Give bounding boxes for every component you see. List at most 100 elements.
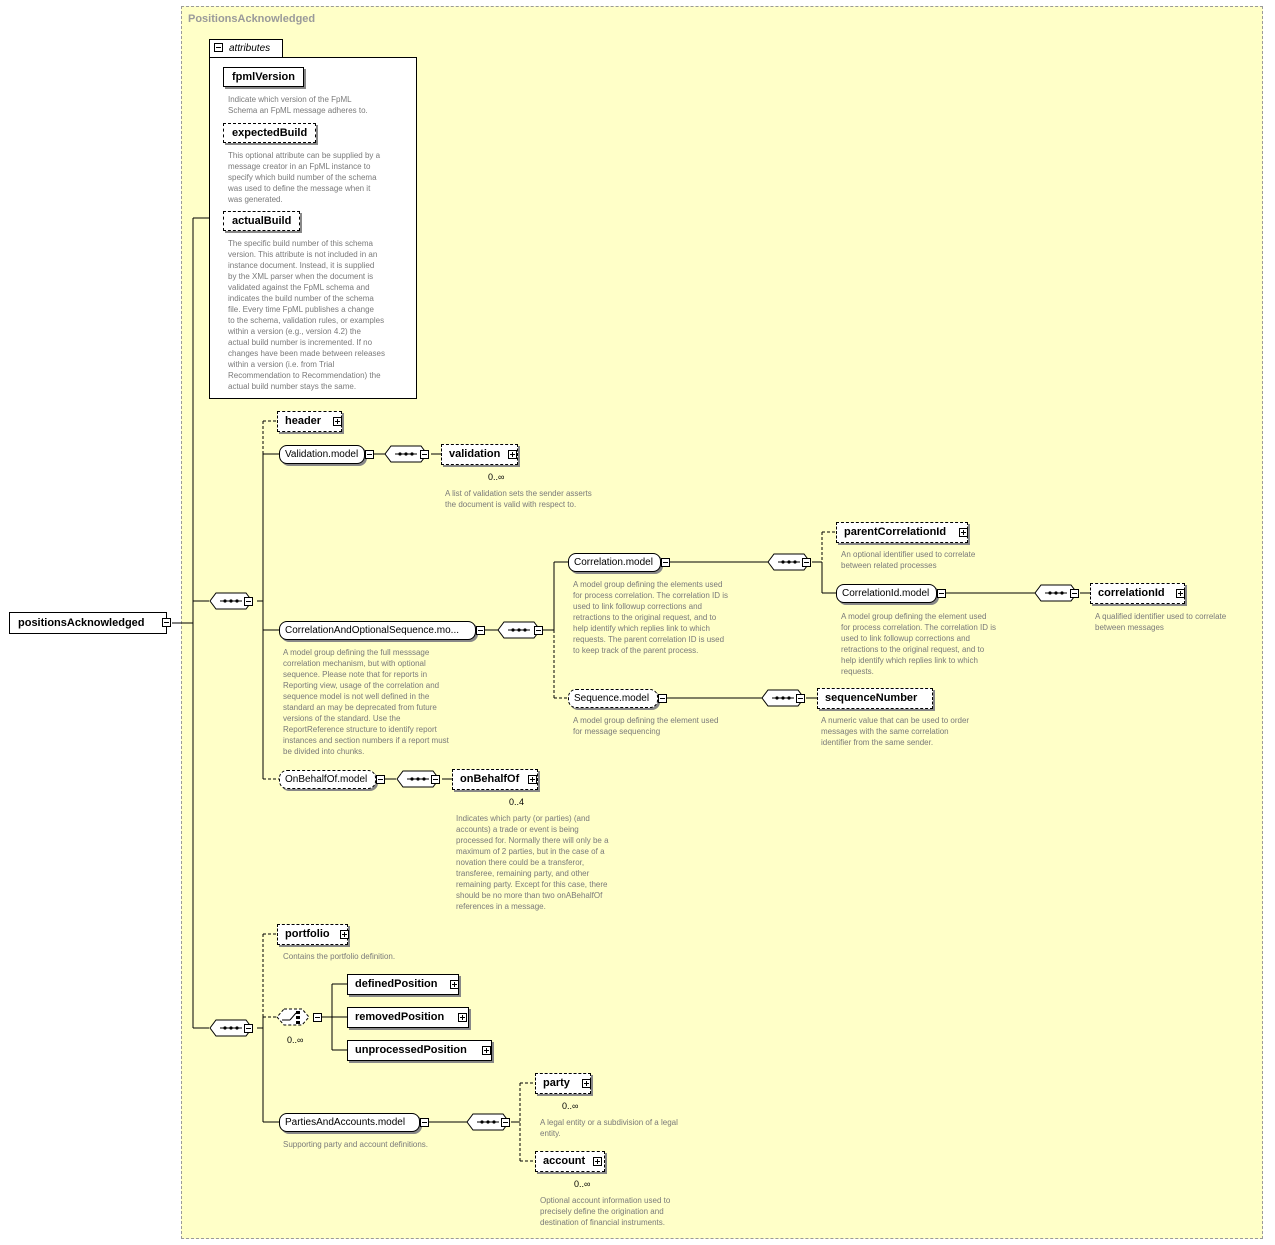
attr-fpmlversion[interactable]: fpmlVersion <box>223 67 304 87</box>
cardinality: 0..∞ <box>574 1179 591 1189</box>
collapse-icon[interactable] <box>802 558 811 567</box>
group-label: OnBehalfOf.model <box>285 774 368 785</box>
group-correlation-and-optional-sequence[interactable]: CorrelationAndOptionalSequence.mo... <box>279 621 476 640</box>
collapse-icon[interactable] <box>376 775 385 784</box>
group-label: Correlation.model <box>574 557 653 568</box>
collapse-icon[interactable] <box>661 558 670 567</box>
attributes-tab[interactable]: attributes <box>209 39 283 58</box>
element-sequence-number[interactable]: sequenceNumber <box>817 688 933 709</box>
collapse-icon[interactable] <box>244 597 253 606</box>
attributes-tab-label: attributes <box>229 43 271 54</box>
cardinality: 0..∞ <box>287 1035 304 1045</box>
attr-doc: The specific build number of this schema… <box>228 239 385 391</box>
expand-icon[interactable] <box>340 930 349 939</box>
expand-icon[interactable] <box>593 1157 602 1166</box>
collapse-icon[interactable] <box>365 450 374 459</box>
account-doc: Optional account information used to pre… <box>540 1196 671 1227</box>
collapse-icon[interactable] <box>658 694 667 703</box>
attr-doc: Indicate which version of the FpML Schem… <box>228 95 368 115</box>
expand-icon[interactable] <box>959 528 968 537</box>
party-doc: A legal entity or a subdivision of a leg… <box>540 1118 678 1138</box>
attr-label: fpmlVersion <box>232 71 295 83</box>
element-party[interactable]: party <box>535 1073 591 1094</box>
correlation-id-doc: A qualified identifier used to correlate… <box>1095 612 1227 632</box>
expand-icon[interactable] <box>458 1013 467 1022</box>
element-header[interactable]: header <box>277 411 342 432</box>
element-unprocessed-position[interactable]: unprocessedPosition <box>347 1040 492 1061</box>
parties-accounts-doc: Supporting party and account definitions… <box>283 1140 428 1149</box>
on-behalf-of-doc: Indicates which party (or parties) (and … <box>456 814 609 911</box>
collapse-icon[interactable] <box>476 626 485 635</box>
group-label: PartiesAndAccounts.model <box>285 1117 406 1128</box>
group-correlation-id-model[interactable]: CorrelationId.model <box>836 584 937 603</box>
correlation-model-doc: A model group defining the elements used… <box>573 580 729 655</box>
cardinality: 0..∞ <box>488 472 505 482</box>
element-validation[interactable]: validation <box>441 444 518 465</box>
attributes-collapse-icon[interactable] <box>214 43 223 52</box>
collapse-icon[interactable] <box>501 1118 510 1127</box>
element-portfolio[interactable]: portfolio <box>277 924 348 945</box>
attr-actualbuild[interactable]: actualBuild <box>223 211 301 231</box>
cardinality: 0..∞ <box>562 1101 579 1111</box>
portfolio-doc: Contains the portfolio definition. <box>283 952 396 961</box>
group-sequence-model[interactable]: Sequence.model <box>568 689 658 708</box>
panel-title: PositionsAcknowledged <box>188 13 316 25</box>
group-label: Validation.model <box>285 449 359 460</box>
choice-icon <box>276 1008 310 1026</box>
group-on-behalf-of-model[interactable]: OnBehalfOf.model <box>279 770 376 789</box>
collapse-icon[interactable] <box>420 450 429 459</box>
expand-icon[interactable] <box>528 775 537 784</box>
collapse-icon[interactable] <box>420 1118 429 1127</box>
cardinality: 0..4 <box>509 797 525 807</box>
group-label: Sequence.model <box>574 693 650 704</box>
expand-icon[interactable] <box>482 1046 491 1055</box>
element-parent-correlation-id[interactable]: parentCorrelationId <box>836 522 968 543</box>
expand-icon[interactable] <box>450 980 459 989</box>
collapse-icon[interactable] <box>937 589 946 598</box>
parent-correlation-id-doc: An optional identifier used to correlate… <box>841 550 976 570</box>
group-parties-and-accounts-model[interactable]: PartiesAndAccounts.model <box>279 1113 420 1132</box>
group-validation-model[interactable]: Validation.model <box>279 445 365 464</box>
corr-opt-seq-doc: A model group defining the full messsage… <box>283 648 449 756</box>
element-label: portfolio <box>285 928 330 940</box>
element-label: correlationId <box>1098 587 1165 599</box>
element-label: removedPosition <box>355 1011 445 1023</box>
attr-expectedbuild[interactable]: expectedBuild <box>223 123 317 143</box>
collapse-icon[interactable] <box>431 775 440 784</box>
group-correlation-model[interactable]: Correlation.model <box>568 553 661 572</box>
element-label: party <box>543 1077 570 1089</box>
element-label: definedPosition <box>355 978 438 990</box>
expand-icon[interactable] <box>582 1079 591 1088</box>
element-defined-position[interactable]: definedPosition <box>347 974 459 995</box>
element-on-behalf-of[interactable]: onBehalfOf <box>452 769 538 790</box>
element-label: validation <box>449 448 501 460</box>
element-label: account <box>543 1155 586 1167</box>
collapse-icon[interactable] <box>1070 589 1079 598</box>
element-label: parentCorrelationId <box>844 526 947 538</box>
element-label: sequenceNumber <box>825 692 918 704</box>
sequence-model-doc: A model group defining the element used … <box>573 716 719 736</box>
root-element[interactable]: positionsAcknowledged <box>9 612 167 634</box>
correlation-id-model-doc: A model group defining the element used … <box>841 612 997 676</box>
expand-icon[interactable] <box>508 450 517 459</box>
element-account[interactable]: account <box>535 1151 605 1172</box>
expand-icon[interactable] <box>333 417 342 426</box>
element-label: onBehalfOf <box>460 773 520 785</box>
element-correlation-id[interactable]: correlationId <box>1090 583 1185 604</box>
collapse-icon[interactable] <box>162 618 171 627</box>
element-removed-position[interactable]: removedPosition <box>347 1007 469 1028</box>
collapse-icon[interactable] <box>534 626 543 635</box>
attr-label: actualBuild <box>232 215 292 227</box>
attr-label: expectedBuild <box>232 127 308 139</box>
collapse-icon[interactable] <box>244 1024 253 1033</box>
group-label: CorrelationId.model <box>842 588 930 599</box>
element-label: unprocessedPosition <box>355 1044 467 1056</box>
expand-icon[interactable] <box>1176 589 1185 598</box>
element-label: header <box>285 415 322 427</box>
root-label: positionsAcknowledged <box>18 617 145 629</box>
collapse-icon[interactable] <box>313 1013 322 1022</box>
sequence-number-doc: A numeric value that can be used to orde… <box>821 716 970 747</box>
collapse-icon[interactable] <box>796 694 805 703</box>
